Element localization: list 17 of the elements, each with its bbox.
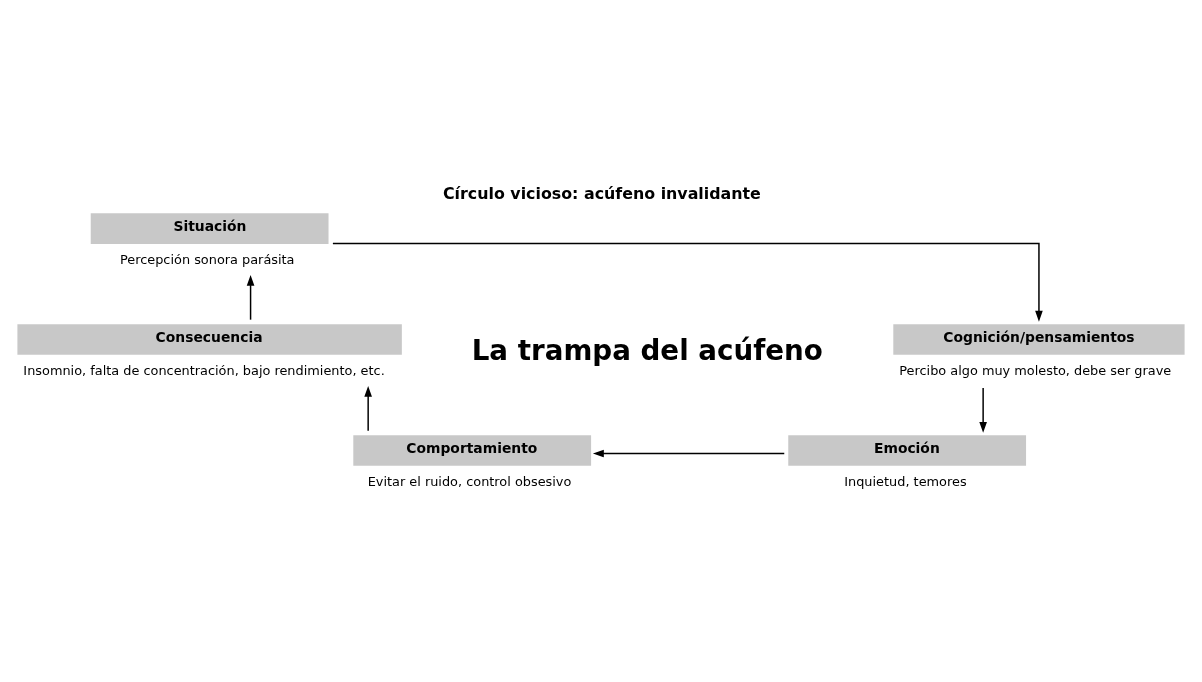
arrow [592,449,785,458]
node-label: Insomnio, falta de concentración, bajo rendimiento, etc. [23,363,385,379]
arrow [979,387,987,433]
arrow [364,385,372,432]
arrow [332,242,1043,322]
node-box: Comportamiento [353,435,592,466]
node-box: Cognición/pensamientos [893,324,1185,355]
node-label: Inquietud, temores [844,474,967,490]
node-box: Situación [90,213,329,244]
node-box: Emoción [788,435,1027,466]
diagram-title: Círculo vicioso: acúfeno invalidante [442,183,761,203]
arrow [246,274,255,321]
node-box: Consecuencia [17,324,402,355]
node-label: Percepción sonora parásita [119,252,295,268]
label: La trampa del acúfeno [471,333,823,367]
node-label: Evitar el ruido, control obsesivo [367,474,572,490]
node-label: Percibo algo muy molesto, debe ser grave [899,363,1172,379]
